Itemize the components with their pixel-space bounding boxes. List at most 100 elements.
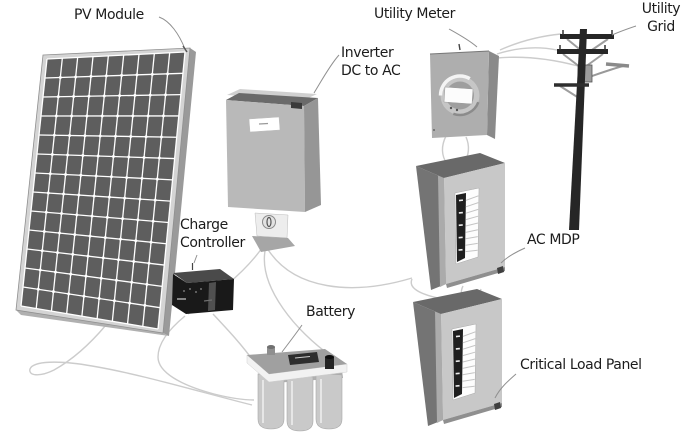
pv-grid-line xyxy=(36,153,175,160)
leader-utility-grid xyxy=(611,25,637,36)
pv-grid-dot xyxy=(77,193,81,197)
pv-grid-dot xyxy=(71,252,75,256)
breaker-slot-line xyxy=(462,378,475,382)
pv-grid-dot xyxy=(84,274,88,278)
pv-grid-dot xyxy=(52,133,56,137)
label-battery: Battery xyxy=(306,304,356,320)
pv-grid-dot xyxy=(99,276,103,280)
panel-foot xyxy=(494,402,501,410)
pv-grid-dot xyxy=(104,74,108,78)
wire-pole-to-meter-3 xyxy=(499,33,562,51)
pv-grid-dot xyxy=(50,153,54,157)
pv-frame-bottom-edge xyxy=(16,310,169,336)
pv-grid-dot xyxy=(151,219,155,223)
label-inverter: Inverter DC to AC xyxy=(341,45,401,79)
controller-led xyxy=(200,288,202,290)
pv-grid-line xyxy=(28,229,167,245)
pv-grid-dot xyxy=(58,75,62,79)
meter-ring-highlight xyxy=(438,74,471,96)
wire-pv-to-battery xyxy=(29,324,253,406)
street-lamp-head xyxy=(605,62,630,68)
pv-grid-dot xyxy=(102,94,106,98)
leader-utility-meter xyxy=(448,28,478,48)
pv-grid-dot xyxy=(92,194,96,198)
pv-grid-dot xyxy=(120,73,124,77)
pv-grid-line xyxy=(22,286,161,309)
pv-grid-line xyxy=(66,56,94,314)
pv-grid-dot xyxy=(64,173,68,177)
pv-grid-dot xyxy=(125,176,129,180)
panel-door-inner-edge xyxy=(438,175,446,287)
panel-bottom-edge xyxy=(446,267,505,288)
meter-top-edge xyxy=(429,50,490,55)
controller-led xyxy=(189,288,191,290)
wire-controller-to-battery-2 xyxy=(157,315,255,401)
pole-crossarm-second xyxy=(557,49,608,54)
panel-door-inner-edge xyxy=(435,311,443,423)
pv-grid-dot xyxy=(83,134,87,138)
leader-lines xyxy=(158,16,637,399)
pv-grid-dot xyxy=(119,237,123,241)
pv-grid-dot xyxy=(157,156,161,160)
pv-grid-dot xyxy=(101,256,105,260)
breaker-slot-line xyxy=(465,208,479,214)
pv-grid-dot xyxy=(58,231,62,235)
leader-inverter xyxy=(313,54,340,94)
pv-grid-line xyxy=(30,210,169,224)
pv-grid-dot xyxy=(112,299,116,303)
pv-grid-dot xyxy=(87,94,91,98)
meter-screw xyxy=(433,129,435,131)
battery-cell xyxy=(315,372,343,430)
pv-grid-dot xyxy=(86,254,90,258)
pv-grid-dot xyxy=(111,155,115,159)
pv-grid-line xyxy=(24,267,163,288)
controller-top xyxy=(173,269,234,283)
wire-pole-to-meter-1 xyxy=(496,47,558,55)
pv-grid-dot xyxy=(36,287,40,291)
pv-grid-line xyxy=(44,72,183,79)
breaker-column xyxy=(453,329,463,398)
pv-grid-dot xyxy=(82,294,86,298)
breaker-slot-line xyxy=(465,229,479,233)
breaker-slot-line xyxy=(465,236,478,240)
pv-grid-line xyxy=(38,134,177,138)
pv-grid-dot xyxy=(127,155,131,159)
wire-pole-to-meter-2 xyxy=(496,56,579,67)
pv-grid-dot xyxy=(98,134,102,138)
pv-frame-side-edge xyxy=(163,48,196,336)
pv-grid-dot xyxy=(136,218,140,222)
pole-crossarm-top xyxy=(560,34,614,39)
label-utility-grid: Utility Grid xyxy=(641,1,681,35)
breaker-slot-line xyxy=(465,215,479,221)
meter-top-pin xyxy=(458,43,461,51)
wire-controller-to-battery-1 xyxy=(212,313,255,363)
pv-grid-dot xyxy=(103,236,107,240)
battery-terminal-positive xyxy=(325,357,334,369)
pv-grid-line xyxy=(32,191,171,202)
pv-grid-dot xyxy=(130,280,134,284)
breaker-slot-line xyxy=(462,351,476,357)
pv-grid-line xyxy=(50,57,79,312)
pv-grid-line xyxy=(35,58,63,309)
pv-grid-dot xyxy=(155,177,159,181)
pv-grid-dot xyxy=(113,134,117,138)
battery-cell xyxy=(286,374,314,432)
pv-cells xyxy=(21,52,185,329)
pv-grid-dot xyxy=(121,217,125,221)
pole-brace xyxy=(562,53,581,68)
pv-grid-line xyxy=(126,53,155,324)
pv-grid-dot xyxy=(153,198,157,202)
ac-mdp-graphic xyxy=(416,153,505,290)
pv-grid-dot xyxy=(53,270,57,274)
pv-cell-grid xyxy=(20,51,186,330)
pv-grid-dot xyxy=(144,135,148,139)
leader-pv-module xyxy=(158,16,186,50)
battery-label-plate xyxy=(288,352,319,365)
pv-grid-dot xyxy=(51,290,55,294)
disconnect-dial-handle xyxy=(266,216,272,228)
meter-dial-dot xyxy=(455,108,459,112)
pv-grid-dot xyxy=(116,258,120,262)
pv-grid-dot xyxy=(40,249,44,253)
